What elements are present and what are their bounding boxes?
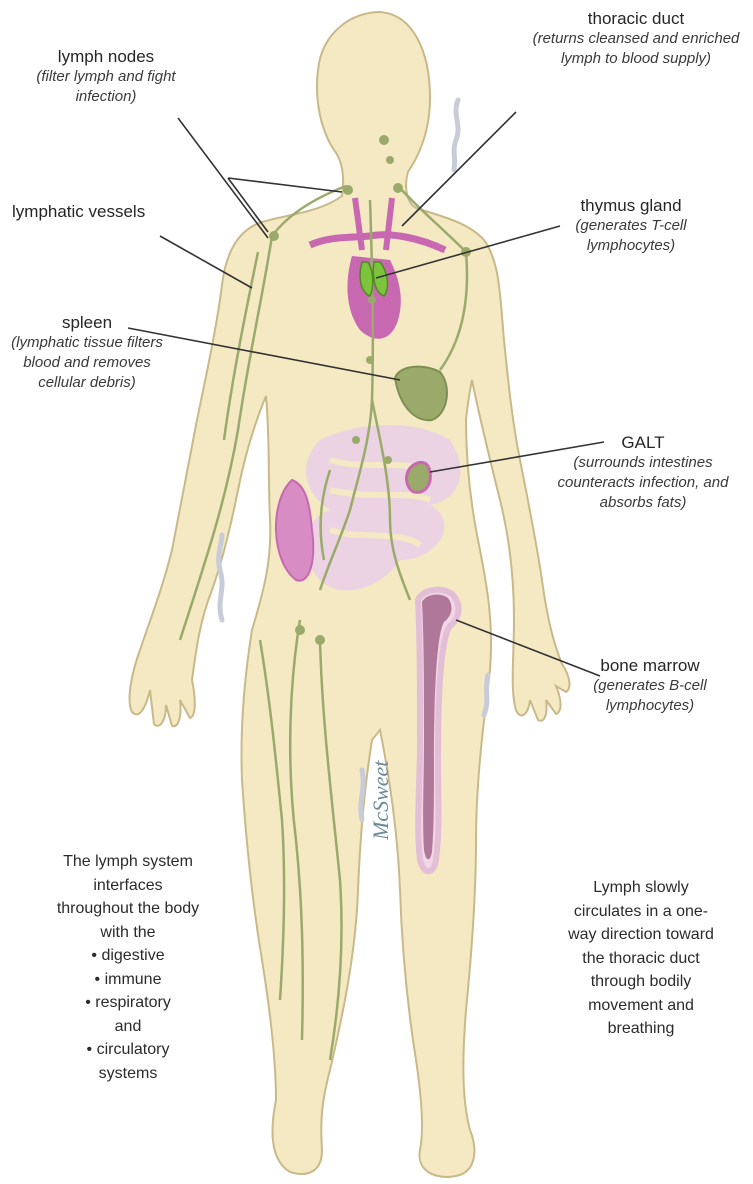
label-bone-marrow-title: bone marrow <box>580 655 720 676</box>
note-left-list: digestive immune respiratory and circula… <box>54 944 202 1062</box>
arrow-head-region <box>454 100 458 170</box>
note-left-item: digestive <box>54 944 202 968</box>
note-right-text: Lymph slowly circulates in a one-way dir… <box>568 876 714 1041</box>
label-bone-marrow-desc: (generates B-cell lymphocytes) <box>580 676 720 716</box>
note-left: The lymph system interfaces throughout t… <box>54 850 202 1085</box>
leader-lymph-nodes-c <box>228 178 268 232</box>
label-thymus-gland-title: thymus gland <box>546 195 716 216</box>
note-right: Lymph slowly circulates in a one-way dir… <box>568 876 714 1041</box>
arrow-right-lower <box>484 675 488 715</box>
label-bone-marrow: bone marrow (generates B-cell lymphocyte… <box>580 655 720 716</box>
label-galt-title: GALT <box>536 432 750 453</box>
label-lymph-nodes-desc: (filter lymph and fight infection) <box>14 67 198 107</box>
label-spleen-title: spleen <box>4 312 170 333</box>
label-lymph-nodes: lymph nodes (filter lymph and fight infe… <box>14 46 198 107</box>
label-thoracic-duct: thoracic duct (returns cleansed and enri… <box>522 8 750 69</box>
note-left-item: immune <box>54 968 202 992</box>
label-spleen: spleen (lymphatic tissue filters blood a… <box>4 312 170 393</box>
note-left-intro: The lymph system interfaces throughout t… <box>54 850 202 944</box>
leader-lymph-nodes-b <box>228 178 342 192</box>
note-left-item-plain: and <box>54 1015 202 1039</box>
galt <box>407 462 431 492</box>
arrow-right-arm <box>219 535 222 620</box>
note-left-outro: systems <box>54 1062 202 1086</box>
label-lymphatic-vessels-title: lymphatic vessels <box>12 201 212 222</box>
note-left-item: circulatory <box>54 1038 202 1062</box>
note-left-item: respiratory <box>54 991 202 1015</box>
label-lymph-nodes-title: lymph nodes <box>14 46 198 67</box>
label-thymus-gland-desc: (generates T-cell lymphocytes) <box>546 216 716 256</box>
label-thoracic-duct-desc: (returns cleansed and enriched lymph to … <box>522 29 750 69</box>
label-thymus-gland: thymus gland (generates T-cell lymphocyt… <box>546 195 716 256</box>
label-spleen-desc: (lymphatic tissue filters blood and remo… <box>4 333 170 393</box>
label-thoracic-duct-title: thoracic duct <box>522 8 750 29</box>
label-galt: GALT (surrounds intestines counteracts i… <box>536 432 750 513</box>
label-galt-desc: (surrounds intestines counteracts infect… <box>536 453 750 513</box>
label-lymphatic-vessels: lymphatic vessels <box>12 201 212 222</box>
signature: McSweet <box>368 760 393 841</box>
arrow-left-leg <box>361 770 363 820</box>
